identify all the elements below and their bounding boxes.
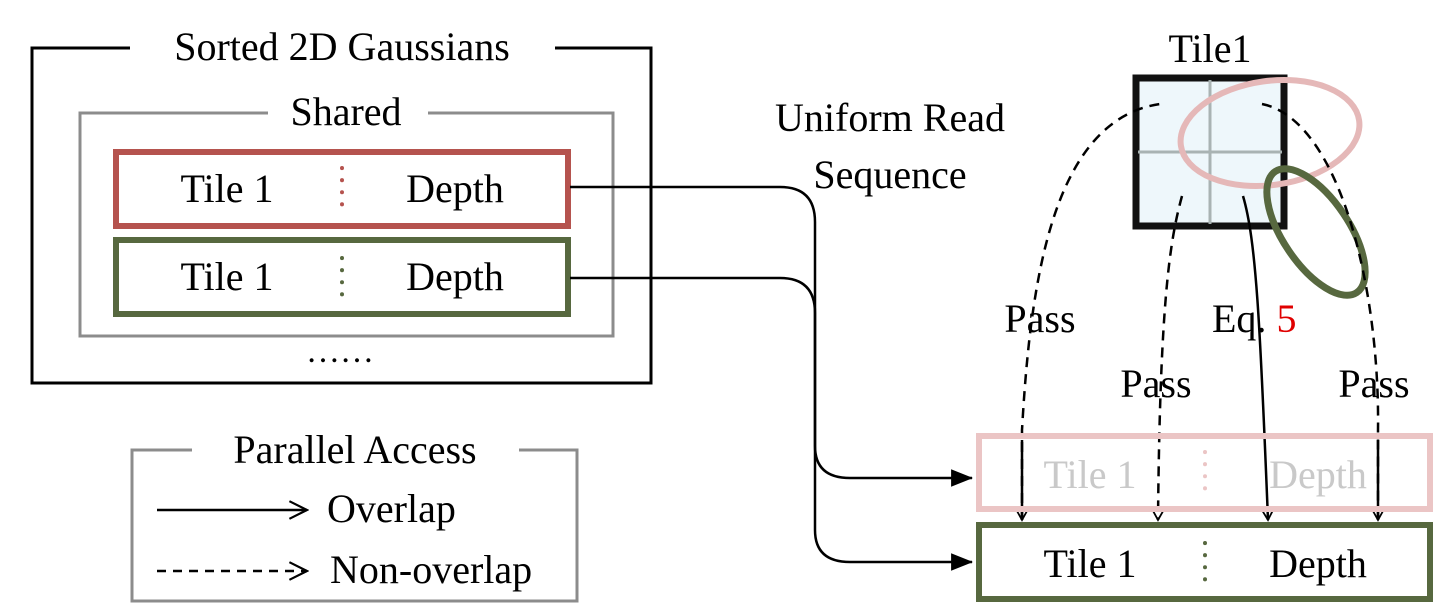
result-entry-depth-label: Depth (1269, 541, 1367, 586)
faded-entry-depth-label: Depth (1269, 452, 1367, 497)
pass-label-middle: Pass (1120, 361, 1191, 406)
sorted-gaussians-title: Sorted 2D Gaussians (174, 24, 510, 69)
tile-illustration: Tile1 (1132, 26, 1369, 299)
uniform-read-sequence-label: Uniform Read Sequence (775, 95, 1005, 197)
red-tile-depth-entry: Tile 1 Depth (113, 149, 571, 229)
pass-label-left: Pass (1004, 296, 1075, 341)
pass-label-right: Pass (1338, 361, 1409, 406)
overlap-line (1241, 195, 1274, 522)
green-tile-depth-entry: Tile 1 Depth (113, 237, 571, 317)
red-to-faded-connector (570, 185, 974, 487)
green-entry-tile-label: Tile 1 (180, 254, 273, 299)
faded-entry-tile-label: Tile 1 (1043, 452, 1136, 497)
uniform-read-line2: Sequence (813, 152, 966, 197)
sorted-gaussians-group: Sorted 2D Gaussians Shared Tile 1 Depth … (30, 24, 653, 385)
legend-title: Parallel Access (233, 427, 476, 472)
red-entry-depth-label: Depth (406, 166, 504, 211)
green-entry-depth-label: Depth (406, 254, 504, 299)
equation-prefix: Eq. (1212, 296, 1266, 341)
green-gaussian-ellipse (1263, 165, 1369, 299)
tile-title: Tile1 (1168, 26, 1251, 71)
more-entries-ellipsis: …… (306, 333, 374, 370)
red-entry-tile-label: Tile 1 (180, 166, 273, 211)
green-to-result-connector (570, 276, 974, 571)
legend-frame (130, 448, 579, 603)
uniform-read-line1: Uniform Read (775, 95, 1005, 140)
legend-overlap-label: Overlap (327, 486, 456, 531)
non-overlap-inner-line (1152, 195, 1184, 522)
result-entry-tile-label: Tile 1 (1043, 541, 1136, 586)
equation-number-link[interactable]: 5 (1276, 296, 1296, 341)
shared-frame (78, 111, 615, 338)
access-arrows: Pass Pass Pass Eq.5 (1004, 102, 1410, 522)
shared-title: Shared (290, 89, 401, 134)
read-sequence-connectors (570, 185, 974, 571)
legend-non-overlap-label: Non-overlap (330, 547, 532, 592)
non-overlap-arc (1020, 102, 1380, 520)
result-output-entry: Tile 1 Depth (976, 522, 1433, 602)
red-gaussian-ellipse (1177, 77, 1363, 189)
equation-reference: Eq.5 (1212, 296, 1296, 341)
sorted-gaussians-frame (30, 46, 653, 385)
legend: Parallel Access Overlap Non-overlap (130, 427, 579, 603)
faded-output-entry: Tile 1 Depth (976, 433, 1433, 512)
